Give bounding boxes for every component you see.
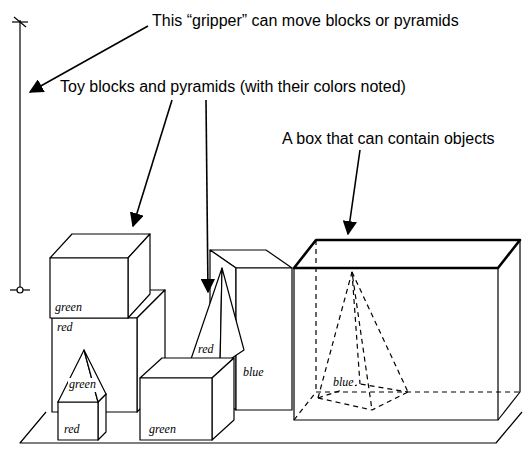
leader-arrows	[30, 26, 360, 292]
color-label: red	[63, 423, 81, 437]
green-small-pyramid	[58, 350, 106, 402]
green-cube-front	[140, 358, 234, 440]
color-label: red	[56, 321, 74, 335]
callout-text: Toy blocks and pyramids (with their colo…	[60, 78, 406, 96]
callout-text: A box that can contain objects	[282, 130, 495, 148]
blue-pyramid	[318, 272, 408, 410]
color-label: blue	[332, 376, 355, 390]
color-label: green	[68, 378, 97, 392]
callout-text: This “gripper” can move blocks or pyrami…	[152, 12, 459, 30]
box	[294, 240, 520, 420]
color-label: blue	[242, 366, 265, 380]
red-pyramid	[190, 268, 244, 366]
green-cube-top	[50, 234, 150, 318]
color-label: green	[148, 423, 177, 437]
color-label: red	[197, 343, 215, 357]
color-label: green	[54, 301, 83, 315]
gripper	[10, 17, 30, 293]
